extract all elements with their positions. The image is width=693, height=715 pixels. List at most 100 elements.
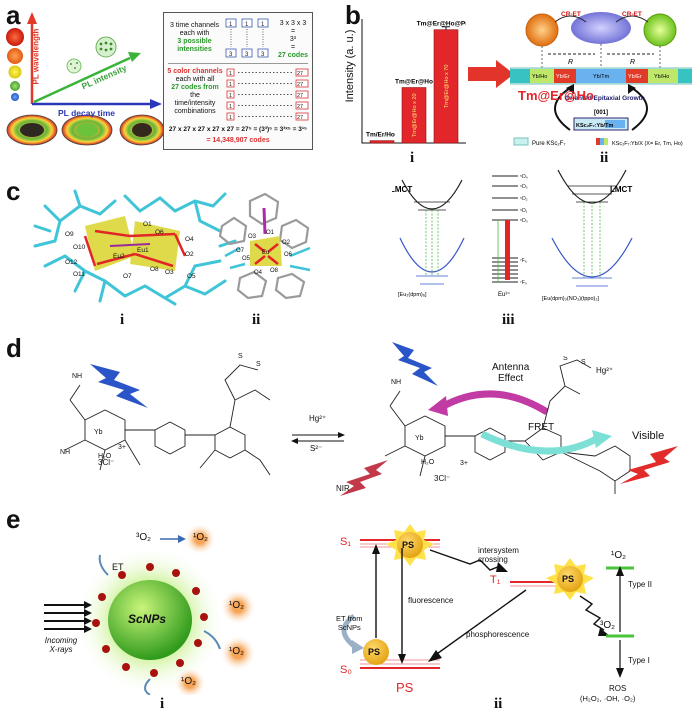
hg-label: Hg²⁺: [309, 414, 327, 423]
svg-text:Yb/Er: Yb/Er: [628, 74, 642, 80]
coding-box: 3 time channels each with 3 possible int…: [163, 12, 313, 150]
phosphorescence-label: phosphorescence: [466, 630, 530, 639]
intensity-bar: [369, 140, 395, 144]
et-from-line2: ScNPs: [337, 623, 361, 632]
bar-inner-label: Tm@Er@Ho x 70: [444, 65, 450, 109]
time-line2: each with: [179, 30, 210, 37]
svg-text:1: 1: [229, 71, 232, 77]
svg-text:O3: O3: [165, 269, 174, 276]
svg-text:O7: O7: [236, 248, 245, 254]
svg-text:O8: O8: [270, 268, 279, 274]
intensity-bar: [401, 87, 427, 144]
svg-text:Yb: Yb: [415, 435, 424, 442]
s1-label: S₁: [340, 536, 352, 548]
svg-text:NH: NH: [391, 379, 401, 386]
bar-top-label: Tm@Er@Ho: [395, 79, 433, 86]
panel-c-letter: c: [6, 176, 21, 206]
code-result: = 14,348,907 codes: [206, 137, 270, 144]
svg-text:O9: O9: [65, 231, 74, 238]
grid-eq2: =: [290, 28, 296, 35]
svg-text:3: 3: [261, 52, 265, 58]
nanoparticle-scheme: [44, 525, 256, 695]
svg-text:Pure KSc₂F₇: Pure KSc₂F₇: [532, 141, 565, 147]
yellow-dot: [8, 65, 22, 79]
x-axis-label: PL decay time: [58, 108, 116, 118]
counter-ion-left: 3Cl⁻: [98, 458, 115, 467]
et-from-line1: ET from: [336, 614, 363, 623]
svg-text:Yb/Ho: Yb/Ho: [654, 74, 669, 80]
svg-text:O6: O6: [155, 229, 164, 236]
panel-a-axes: [6, 12, 165, 146]
nir-label: NIR: [336, 484, 350, 493]
svg-text:O8: O8: [150, 266, 159, 273]
svg-text:S: S: [581, 359, 586, 366]
red-dot: [6, 28, 24, 46]
svg-text:O3: O3: [248, 234, 257, 240]
svg-text:[001]: [001]: [594, 110, 608, 116]
bar-chart-axis: [361, 19, 466, 144]
antenna-label: Antenna Effect: [492, 362, 529, 384]
svg-text:[Eu(dpm)₃(NO₃)(tppo)₂]: [Eu(dpm)₃(NO₃)(tppo)₂]: [542, 296, 600, 302]
svg-text:Eu1: Eu1: [137, 247, 149, 254]
svg-text:S: S: [238, 353, 243, 360]
color-line6: combinations: [174, 108, 216, 115]
counter-ion-right: 3Cl⁻: [434, 474, 451, 483]
lightning-blue-left: [90, 364, 148, 408]
svg-text:⁵D₁: ⁵D₁: [520, 208, 528, 214]
time-line3: 3 possible: [177, 38, 212, 45]
svg-text:O2: O2: [282, 240, 291, 246]
svg-text:3: 3: [229, 52, 233, 58]
svg-text:27: 27: [297, 104, 303, 110]
bar-top-label: Tm@Er@Ho@Pure: [417, 21, 466, 28]
fret-arrow: [480, 430, 612, 455]
color-line2: each with all: [175, 76, 215, 83]
panel-c-sub-iii: iii: [502, 312, 515, 328]
triplet-oxygen-jablonski: ³O₂: [600, 620, 615, 631]
svg-text:⁷F₆: ⁷F₆: [520, 258, 527, 264]
svg-text:NH: NH: [60, 449, 70, 456]
green-dot: [10, 81, 20, 91]
svg-text:⁵D₂: ⁵D₂: [520, 196, 528, 202]
svg-text:R: R: [568, 59, 573, 66]
isc-line2: crossing: [478, 555, 508, 564]
bar-top-label: Tm/Er/Ho: [366, 132, 395, 139]
panel-a-letter: a: [6, 0, 21, 30]
svg-text:S: S: [256, 361, 261, 368]
color-line3: 27 codes from: [171, 84, 219, 91]
panel-b-sub-i: i: [410, 150, 415, 166]
svg-text:LMCT: LMCT: [392, 185, 412, 194]
svg-text:1: 1: [245, 22, 249, 28]
svg-text:O4: O4: [185, 236, 194, 243]
svg-text:O1: O1: [143, 221, 152, 228]
svg-text:O5: O5: [242, 256, 251, 262]
singlet-oxygen-bottom: ¹O₂: [181, 676, 196, 687]
grid-eq5: 27 codes: [278, 52, 308, 59]
orange-dot: [7, 48, 23, 64]
panel-b-sub-ii: ii: [600, 150, 609, 166]
et-label: ET: [112, 562, 124, 572]
charge-left: 3+: [118, 444, 126, 451]
panel-c-sub-i: i: [120, 312, 125, 328]
svg-text:Yb: Yb: [94, 429, 103, 436]
s0-label: S₀: [340, 664, 352, 676]
svg-text:27: 27: [297, 71, 303, 77]
svg-text:27: 27: [297, 93, 303, 99]
svg-text:27: 27: [297, 115, 303, 121]
panel-d-letter: d: [6, 333, 22, 363]
xray-line2: X-rays: [49, 645, 73, 654]
svg-text:1: 1: [229, 93, 232, 99]
color-line5: time/intensity: [174, 100, 216, 107]
s-label: S²⁻: [310, 444, 323, 453]
svg-text:1: 1: [229, 104, 232, 110]
visible-label: Visible: [632, 430, 665, 442]
svg-text:27: 27: [297, 82, 303, 88]
singlet-oxygen-right1: ¹O₂: [229, 600, 244, 611]
singlet-oxygen-top: ¹O₂: [193, 532, 208, 543]
isc-label: intersystem crossing: [478, 546, 519, 564]
